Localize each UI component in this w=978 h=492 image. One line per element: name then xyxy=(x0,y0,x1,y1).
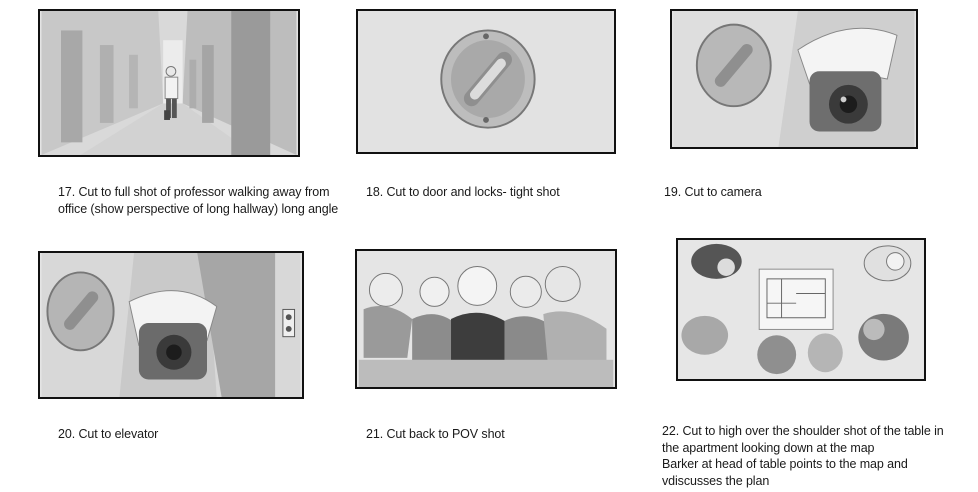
storyboard-panel-20 xyxy=(38,251,304,399)
hallway-professor-sketch xyxy=(41,11,297,155)
security-camera-sketch xyxy=(673,11,915,147)
panel-17-caption: 17. Cut to full shot of professor walkin… xyxy=(58,185,339,216)
panel-21-caption: 21. Cut back to POV shot xyxy=(366,427,505,441)
overhead-table-map-sketch xyxy=(679,240,923,379)
storyboard-panel-19 xyxy=(670,9,918,149)
storyboard-panel-17 xyxy=(38,9,300,157)
panel-18-caption: 18. Cut to door and locks- tight shot xyxy=(366,185,560,199)
door-lock-sketch xyxy=(359,11,613,152)
elevator-camera-sketch xyxy=(41,253,301,397)
panel-20-caption: 20. Cut to elevator xyxy=(58,427,159,441)
storyboard-panel-22 xyxy=(676,238,926,381)
panel-22-caption: 22. Cut to high over the shoulder shot o… xyxy=(662,424,944,488)
group-pov-sketch xyxy=(358,251,614,387)
panel-19-caption: 19. Cut to camera xyxy=(664,185,762,199)
storyboard-panel-18 xyxy=(356,9,616,154)
storyboard-panel-21 xyxy=(355,249,617,389)
